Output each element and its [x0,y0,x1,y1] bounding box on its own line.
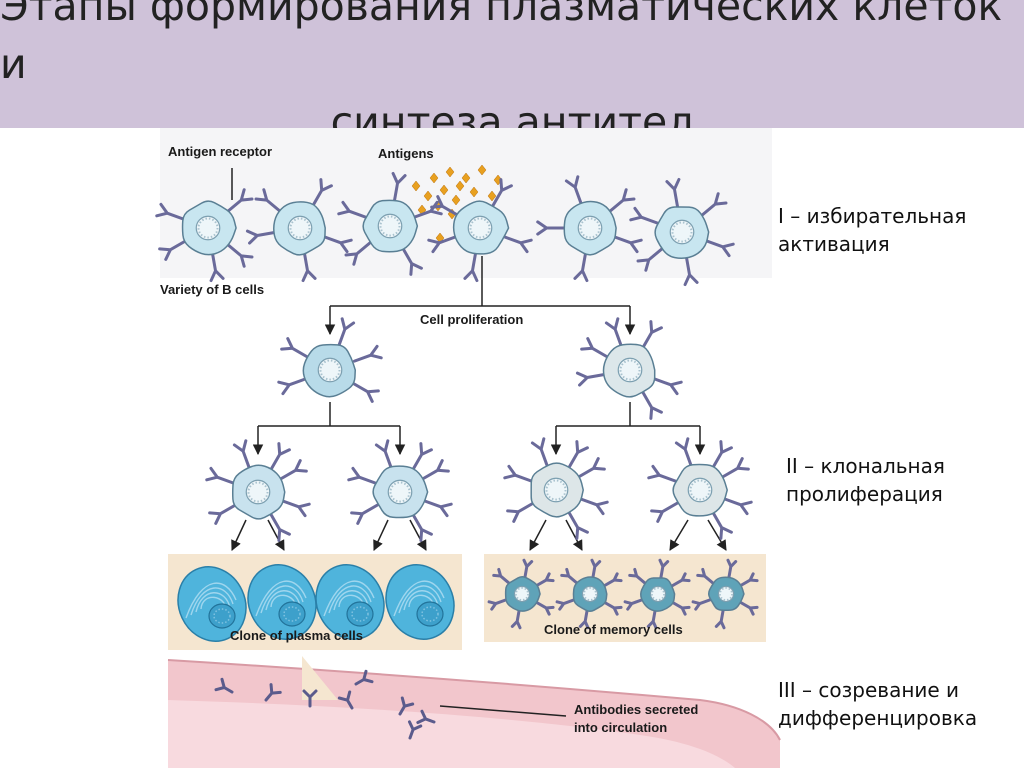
plasma-cell-3 [315,564,385,640]
antibody-4 [337,690,354,710]
antibody-5 [398,696,415,716]
cell-proliferation-label: Cell proliferation [420,312,523,327]
b-cell-5 [536,175,643,283]
variety-b-cells-label: Variety of B cells [160,282,264,297]
b-cell-3 [337,171,443,276]
page-title-line-1: Этапы формирования плазматических клеток… [0,0,1003,88]
activated-cell-left [277,317,383,403]
antibodies-label-line-1: Antibodies secreted [574,702,698,717]
antibodies-label-line-2: into circulation [574,720,667,735]
clone-cell-2 [347,439,453,542]
stage-3-line-1: III – созревание и [778,678,960,702]
antibody-1 [214,677,234,694]
antigens-label: Antigens [378,146,434,161]
b-cell-4 [427,178,533,283]
stage-2-line-2: пролиферация [786,482,943,506]
antibody-3 [302,689,318,708]
stage-2-line-1: II – клональная [786,454,945,478]
plasma-clone-label: Clone of plasma cells [230,628,363,643]
antigen-particles [411,164,503,244]
stage-1-label: I – избирательная активация [778,202,966,258]
clone-cell-3 [503,437,609,540]
memory-cell-4 [691,558,759,630]
antigen-receptor-label: Antigen receptor [168,144,272,159]
secretion-funnel [302,656,338,700]
clone-cell-1 [205,439,311,542]
stage-1-line-2: активация [778,232,890,256]
memory-cell-3 [623,558,691,630]
stage-1-line-1: I – избирательная [778,204,967,228]
tree-connectors [231,168,727,717]
memory-cell-1 [487,558,555,630]
antibody-2 [264,683,282,702]
antibody-8 [354,669,374,686]
memory-clone-label: Clone of memory cells [544,622,683,637]
plasma-cell-4 [385,564,455,640]
plasma-cell-2 [247,564,317,640]
plasma-cell-1 [177,566,247,642]
antibody-6 [416,709,436,725]
antibody-7 [407,720,423,740]
b-cell-1 [155,188,254,283]
stage-3-label: III – созревание и дифференцировка [778,676,977,732]
stage-3-line-2: дифференцировка [778,706,978,730]
activated-cell-right [575,317,683,420]
clone-cell-4 [647,437,753,540]
b-cell-6 [629,177,735,287]
title-bar: Этапы формирования плазматических клеток… [0,0,1024,146]
memory-cell-2 [555,558,623,630]
b-cell-2 [245,178,353,283]
stage-2-label: II – клональная пролиферация [786,452,945,508]
cells-layer [155,171,759,740]
